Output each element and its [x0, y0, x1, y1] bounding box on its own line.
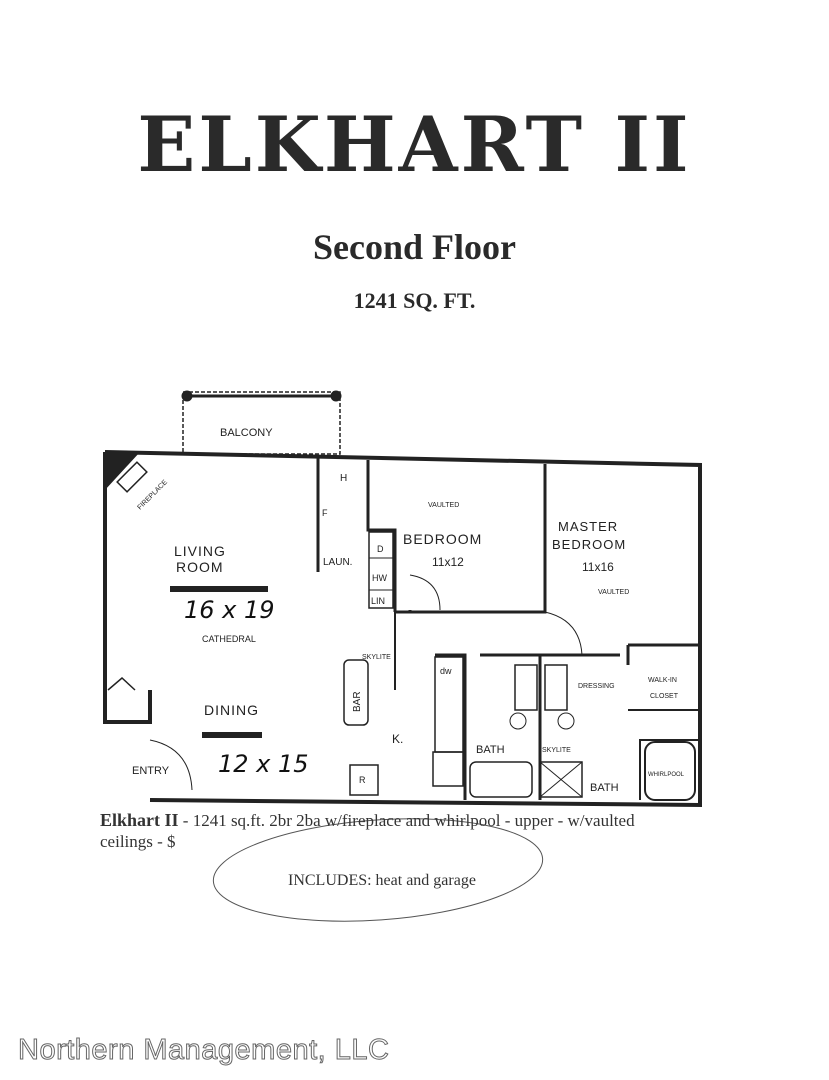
label-linen: LIN — [371, 596, 385, 606]
label-walkin: WALK-IN — [648, 677, 677, 684]
redaction-bar — [170, 586, 268, 592]
label-balcony: BALCONY — [220, 427, 273, 439]
label-cathedral: CATHEDRAL — [202, 634, 256, 644]
label-dishwasher: dw — [440, 666, 452, 676]
label-master: MASTER — [558, 519, 618, 534]
listing-name: Elkhart II — [100, 810, 179, 830]
redaction-bar — [202, 732, 262, 738]
label-room: ROOM — [176, 559, 224, 575]
label-skylite: SKYLITE — [362, 654, 391, 661]
floor-subtitle: Second Floor — [313, 227, 516, 267]
label-dining: DINING — [204, 702, 259, 718]
includes-note: INCLUDES: heat and garage — [288, 872, 476, 889]
label-entry: ENTRY — [132, 765, 170, 777]
plan-title: ELKHART II — [137, 100, 692, 189]
label-master-vaulted: VAULTED — [598, 589, 629, 596]
listing-description: Elkhart II - 1241 sq.ft. 2br 2ba w/firep… — [100, 810, 680, 852]
listing-details: - 1241 sq.ft. 2br 2ba w/fireplace and wh… — [100, 811, 635, 851]
watermark: Northern Management, LLC — [17, 1034, 390, 1067]
label-living: LIVING — [174, 543, 226, 559]
label-master-bedroom: BEDROOM — [552, 537, 626, 552]
label-bath-2: BATH — [590, 782, 619, 794]
balcony-outline — [182, 391, 341, 455]
label-laundry: LAUN. — [323, 557, 352, 568]
square-footage: 1241 SQ. FT. — [353, 288, 476, 313]
label-bedroom: BEDROOM — [403, 531, 482, 547]
label-refrigerator: R — [359, 775, 366, 785]
label-bar: BAR — [352, 691, 363, 712]
label-dryer: D — [377, 544, 384, 554]
label-dressing: DRESSING — [578, 683, 615, 690]
label-bedroom-dims: 11x12 — [432, 555, 464, 569]
living-dimensions: 16 x 19 — [184, 596, 275, 624]
label-fireplace: FIREPLACE — [136, 479, 169, 512]
label-whirlpool: WHIRLPOOL — [648, 772, 685, 778]
label-master-dims: 11x16 — [582, 560, 614, 574]
label-bath: BATH — [476, 744, 505, 756]
label-water-heater: HW — [372, 573, 387, 583]
hand-drawn-circle — [212, 818, 544, 922]
label-skylite-2: SKYLITE — [542, 747, 571, 754]
label-bedroom-vaulted: VAULTED — [428, 502, 459, 509]
label-h: H — [340, 473, 347, 484]
outer-walls — [103, 450, 702, 808]
label-kitchen: K. — [392, 732, 403, 746]
label-f: F — [322, 508, 328, 518]
label-closet: CLOSET — [650, 693, 679, 700]
dining-dimensions: 12 x 15 — [218, 750, 309, 778]
